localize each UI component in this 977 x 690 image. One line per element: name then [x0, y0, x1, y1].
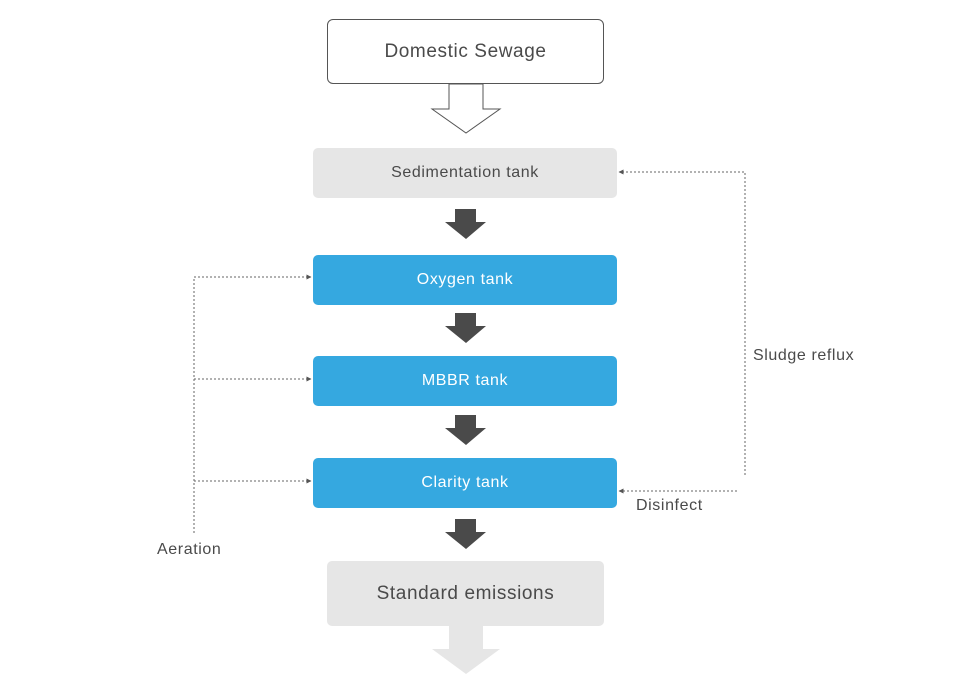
output-arrow — [432, 626, 500, 674]
oxygen-tank-node: Oxygen tank — [313, 255, 617, 305]
oxygen-tank-label: Oxygen tank — [416, 271, 514, 288]
mbbr-tank-label: MBBR tank — [421, 372, 509, 389]
clarity-tank-node: Clarity tank — [313, 458, 617, 508]
mbbr-tank-node: MBBR tank — [313, 356, 617, 406]
disinfect-label: Disinfect — [636, 497, 703, 514]
clarity-tank-label: Clarity tank — [421, 474, 509, 491]
sludge-reflux-line — [618, 169, 746, 475]
domestic-sewage-label: Domestic Sewage — [384, 40, 547, 62]
down-arrow-2 — [445, 313, 486, 343]
standard-emissions-label: Standard emissions — [376, 582, 555, 604]
standard-emissions-node: Standard emissions — [327, 561, 604, 626]
sedimentation-tank-label: Sedimentation tank — [391, 164, 539, 181]
sedimentation-tank-node: Sedimentation tank — [313, 148, 617, 198]
hollow-down-arrow — [430, 83, 502, 134]
aeration-label: Aeration — [157, 541, 222, 558]
domestic-sewage-node: Domestic Sewage — [327, 19, 604, 84]
sludge-reflux-label: Sludge reflux — [753, 347, 855, 364]
down-arrow-4 — [445, 519, 486, 549]
down-arrow-1 — [445, 209, 486, 239]
down-arrow-3 — [445, 415, 486, 445]
